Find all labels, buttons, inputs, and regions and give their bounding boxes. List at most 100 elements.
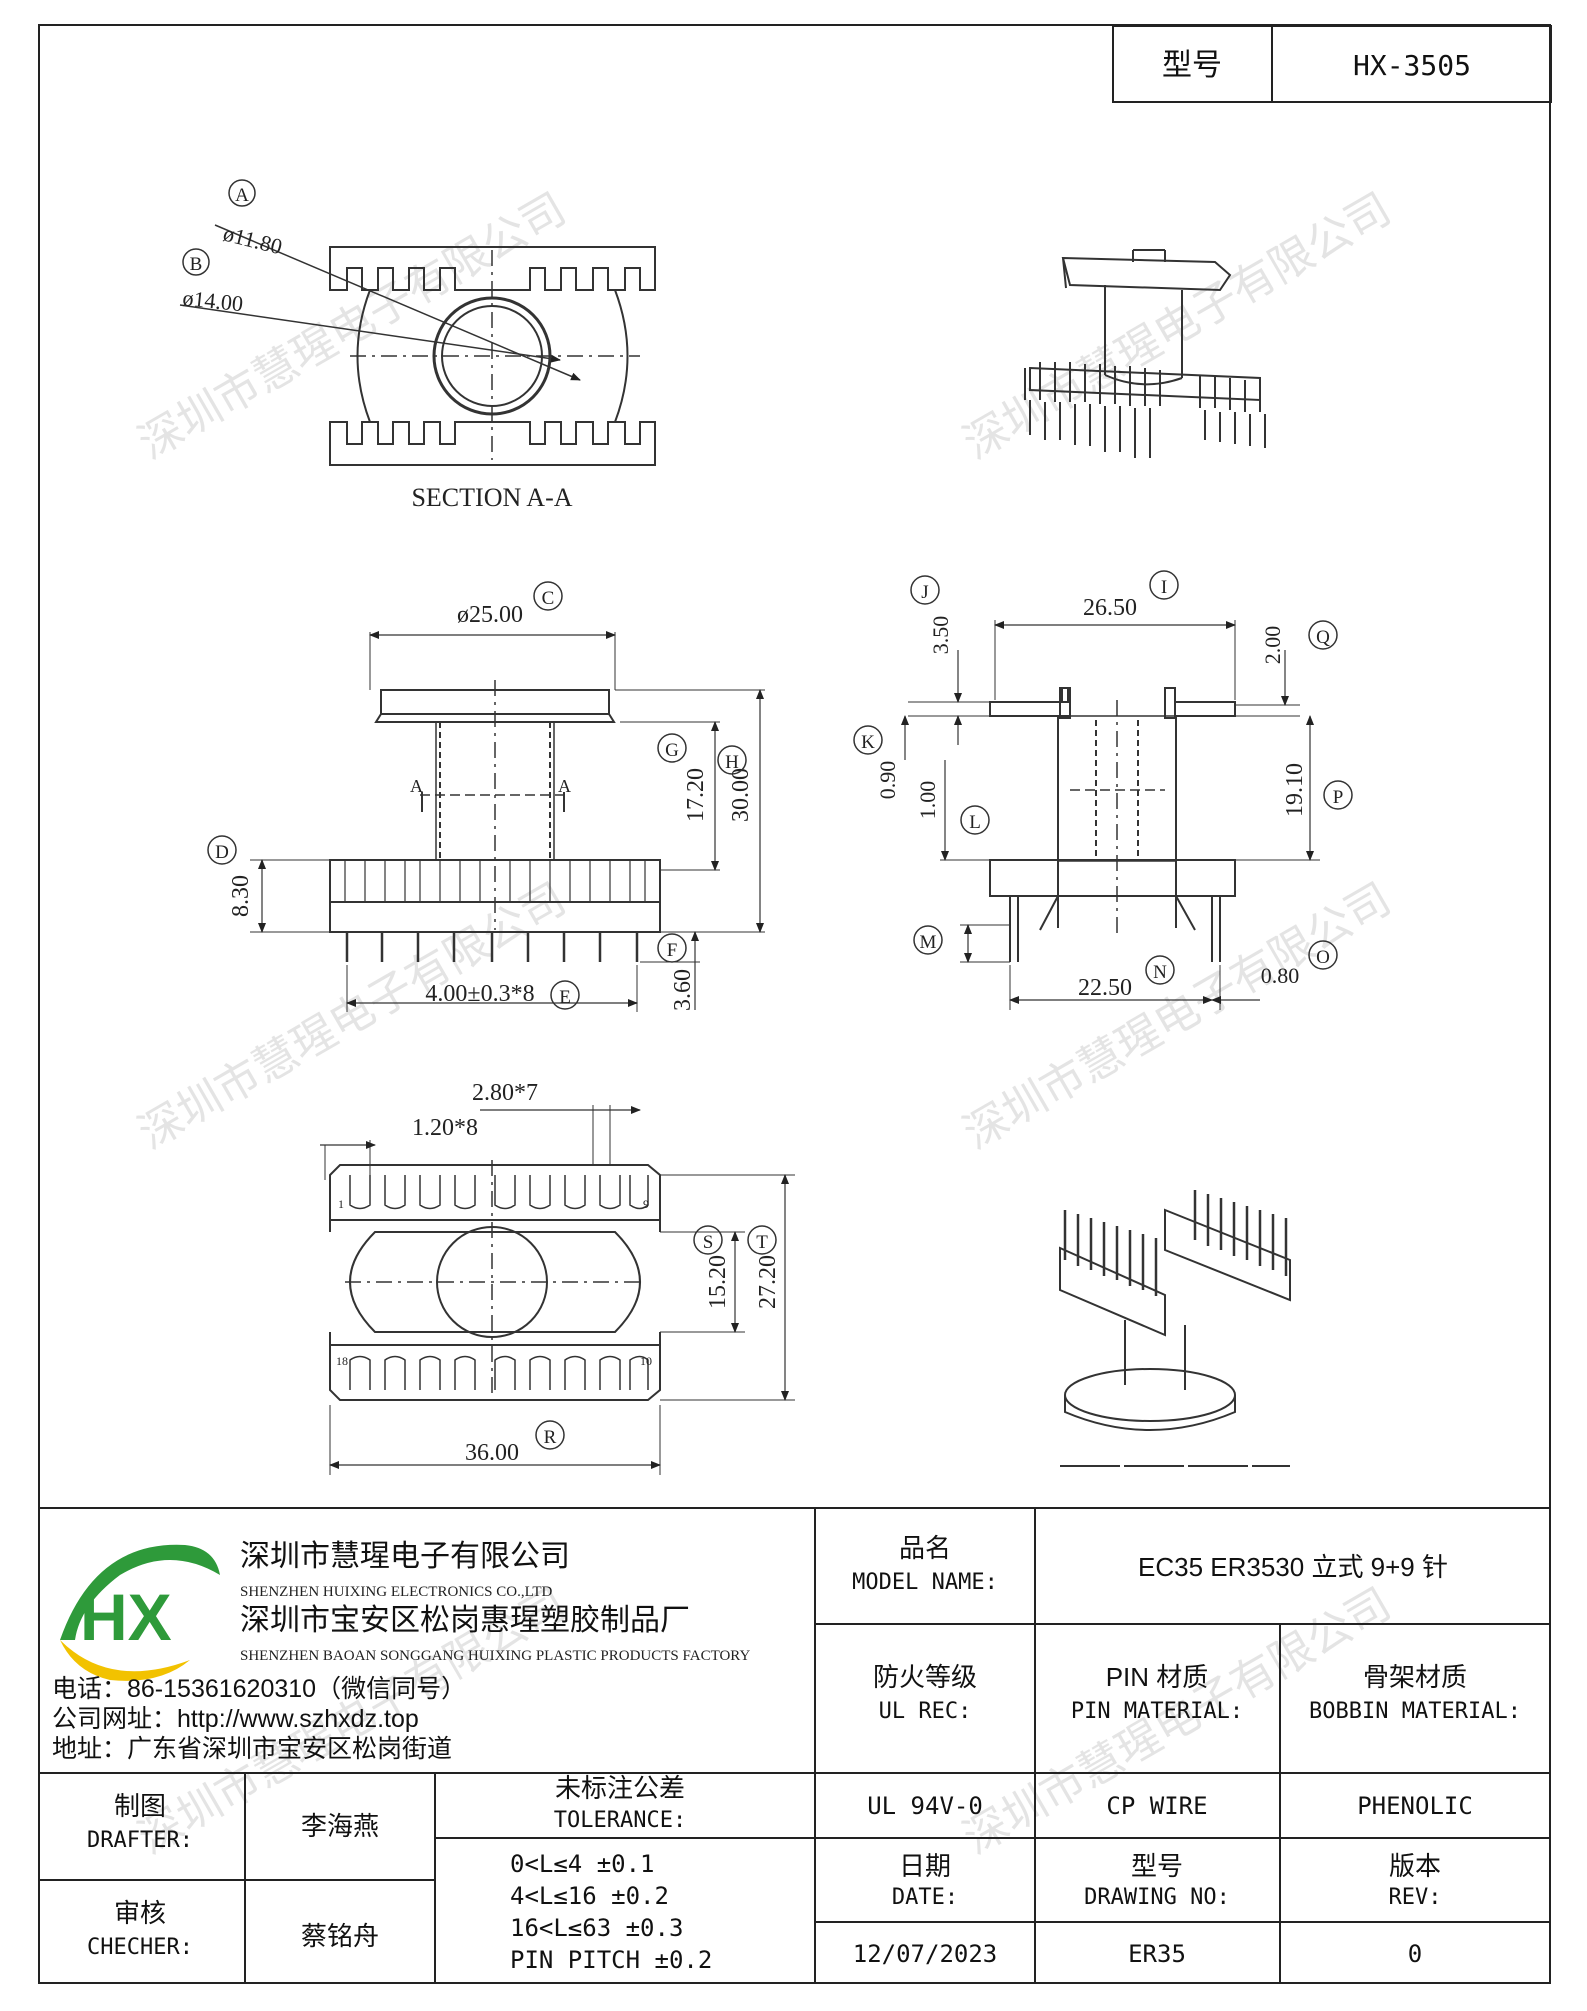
dim-q: 2.00	[1260, 626, 1285, 665]
tolerance-line-2: 4<L≤16 ±0.2	[510, 1882, 669, 1910]
model-name-label-en: MODEL NAME:	[852, 1570, 998, 1595]
dim-e: 4.00±0.3*8	[425, 981, 534, 1007]
label-g-circle: G	[657, 733, 687, 763]
isometric-view-bottom	[1059, 1190, 1291, 1467]
dim-j: 3.50	[928, 616, 953, 655]
dim-h: 30.00	[728, 768, 754, 822]
pin-material-label-cn: PIN 材质	[1106, 1662, 1209, 1692]
date-label-cn: 日期	[899, 1851, 951, 1881]
dim-c: ø25.00	[457, 602, 523, 628]
svg-text:S: S	[703, 1232, 714, 1253]
dim-n: 22.50	[1078, 975, 1132, 1001]
side-view	[901, 620, 1320, 1010]
drafter-name: 李海燕	[301, 1811, 379, 1841]
drawing-no-label-en: DRAWING NO:	[1084, 1885, 1230, 1910]
date-label-en: DATE:	[892, 1885, 958, 1910]
label-h-circle: H	[717, 745, 747, 775]
pin-number-10: 10	[640, 1354, 652, 1368]
dim-t: 27.20	[755, 1255, 781, 1309]
dim-l: 1.00	[915, 781, 940, 820]
label-b-circle: B	[182, 248, 210, 276]
date-value: 12/07/2023	[853, 1940, 998, 1968]
svg-text:P: P	[1333, 787, 1344, 808]
label-a-circle: A	[228, 179, 256, 207]
company-name-cn: 深圳市慧瑆电子有限公司	[240, 1540, 570, 1573]
company-address: 地址：广东省深圳市宝安区松岗街道	[52, 1735, 452, 1763]
header-model-value: HX-3505	[1353, 49, 1471, 82]
header-model-label: 型号	[1162, 49, 1222, 82]
svg-text:M: M	[920, 932, 937, 953]
svg-text:D: D	[215, 842, 229, 863]
dim-o: 0.80	[1261, 963, 1300, 988]
dim-p: 19.10	[1282, 763, 1308, 817]
drafter-label-cn: 制图	[114, 1791, 166, 1821]
factory-name-cn: 深圳市宝安区松岗惠瑆塑胶制品厂	[240, 1604, 690, 1637]
label-f-circle: F	[657, 933, 687, 963]
ul-label-cn: 防火等级	[873, 1662, 977, 1692]
front-view	[250, 631, 765, 1012]
svg-text:N: N	[1153, 962, 1167, 983]
svg-text:L: L	[969, 812, 981, 833]
tolerance-label-cn: 未标注公差	[555, 1773, 685, 1803]
svg-text:R: R	[544, 1427, 557, 1448]
tolerance-line-1: 0<L≤4 ±0.1	[510, 1850, 655, 1878]
label-e-circle: E	[550, 980, 580, 1010]
model-name-label-cn: 品名	[899, 1533, 951, 1563]
svg-text:T: T	[756, 1232, 768, 1253]
pin-material-value: CP WIRE	[1106, 1792, 1207, 1820]
dim-k: 0.90	[875, 761, 900, 800]
svg-text:B: B	[190, 254, 203, 275]
label-s-circle: S	[693, 1225, 723, 1255]
svg-text:G: G	[665, 740, 679, 761]
ul-label-en: UL REC:	[879, 1699, 972, 1724]
tolerance-line-4: PIN PITCH ±0.2	[510, 1946, 712, 1974]
svg-text:F: F	[667, 940, 678, 961]
bobbin-material-label-en: BOBBIN MATERIAL:	[1309, 1699, 1521, 1724]
svg-text:I: I	[1161, 577, 1167, 598]
logo-underline	[60, 1640, 190, 1681]
pin-number-9: 9	[643, 1197, 649, 1211]
bottom-view	[320, 1105, 795, 1475]
pin-material-label-en: PIN MATERIAL:	[1071, 1699, 1243, 1724]
label-m-circle: M	[913, 925, 943, 955]
svg-text:J: J	[921, 582, 928, 603]
pin-number-1: 1	[338, 1197, 344, 1211]
tolerance-label-en: TOLERANCE:	[554, 1808, 686, 1833]
bobbin-material-value: PHENOLIC	[1357, 1792, 1473, 1820]
company-logo: HX	[60, 1544, 220, 1681]
checker-name: 蔡铭舟	[301, 1921, 379, 1951]
dim-r: 36.00	[465, 1440, 519, 1466]
dim-a: ø11.80	[221, 221, 285, 260]
dim-b: ø14.00	[181, 285, 244, 316]
svg-text:H: H	[725, 752, 739, 773]
drawing-no-label-cn: 型号	[1131, 1851, 1183, 1881]
dim-f: 3.60	[670, 969, 696, 1011]
dim-pitch-small: 1.20*8	[412, 1115, 478, 1141]
label-i-circle: I	[1149, 570, 1179, 600]
section-aa-view	[179, 224, 656, 466]
drafter-label-en: DRAFTER:	[87, 1828, 193, 1853]
checker-label-cn: 审核	[114, 1898, 166, 1928]
label-l-circle: L	[960, 805, 990, 835]
label-t-circle: T	[747, 1225, 777, 1255]
label-j-circle: J	[910, 575, 940, 605]
svg-text:O: O	[1316, 947, 1330, 968]
svg-text:A: A	[235, 185, 249, 206]
watermark-2: 深圳市慧瑆电子有限公司	[955, 183, 1400, 469]
section-marker-left: A	[410, 776, 423, 796]
dim-d: 8.30	[228, 875, 254, 917]
svg-text:E: E	[559, 987, 571, 1008]
label-c-circle: C	[533, 581, 563, 611]
svg-text:K: K	[861, 732, 875, 753]
rev-label-en: REV:	[1389, 1885, 1442, 1910]
company-name-en: SHENZHEN HUIXING ELECTRONICS CO.,LTD	[240, 1584, 553, 1600]
label-q-circle: Q	[1308, 620, 1338, 650]
label-d-circle: D	[207, 835, 237, 865]
dim-s: 15.20	[705, 1255, 731, 1309]
section-label: SECTION A-A	[411, 483, 572, 512]
watermark-3: 深圳市慧瑆电子有限公司	[130, 873, 575, 1159]
dim-i: 26.50	[1083, 595, 1137, 621]
rev-label-cn: 版本	[1389, 1851, 1441, 1881]
dim-pitch-top: 2.80*7	[472, 1080, 538, 1106]
